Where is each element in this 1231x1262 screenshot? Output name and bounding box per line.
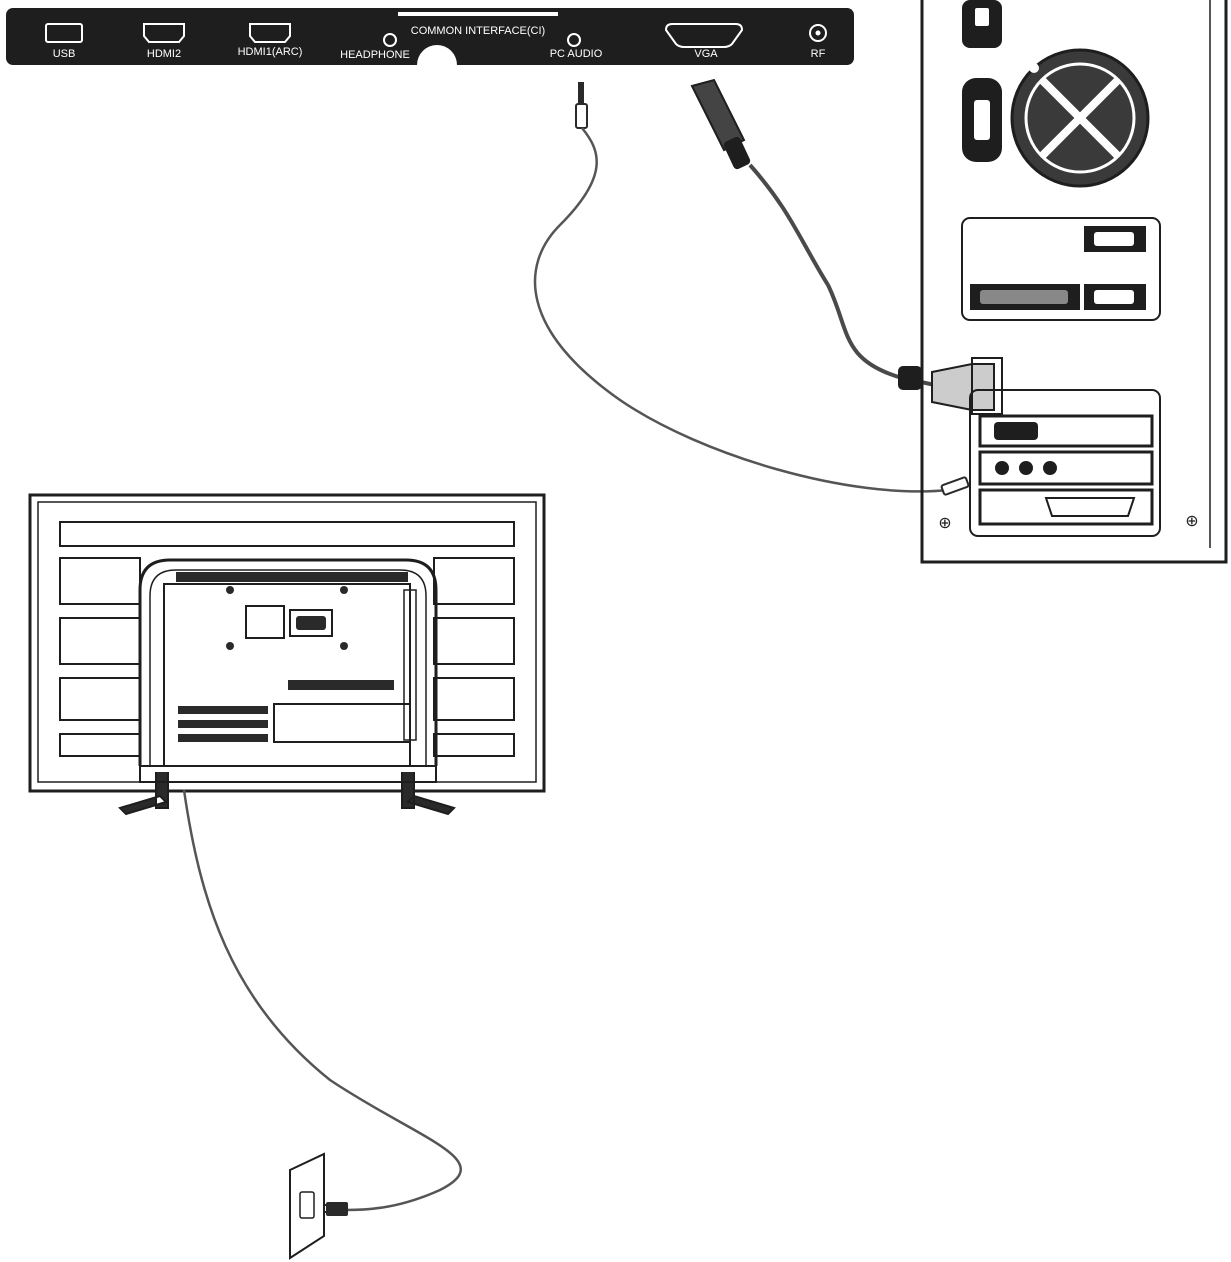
audio-cable-line	[533, 127, 949, 493]
tv-vga-port-inner	[296, 616, 326, 630]
tv-rear-view	[28, 493, 546, 816]
fan-screw-tr	[1143, 63, 1153, 73]
tv-vga-port-icon	[289, 609, 333, 637]
io-serial-port-2-inner	[1094, 290, 1134, 304]
wall-outlet-socket	[299, 1191, 315, 1219]
expansion-bay	[969, 389, 1161, 537]
vga-card-port-icon	[994, 422, 1038, 440]
tv-vent-slots-left-3	[178, 734, 268, 742]
tv-screw-3	[226, 642, 234, 650]
sound-jack-2-icon	[1019, 461, 1033, 475]
audio-plug-body-icon	[575, 103, 588, 129]
headphone-label: HEADPHONE	[340, 49, 410, 61]
tv-screw-1	[226, 586, 234, 594]
fan-screw-bl	[1029, 173, 1039, 183]
audio-plug-pc-end-icon	[940, 476, 970, 496]
usb-label: USB	[53, 48, 76, 60]
tv-stand-right	[401, 772, 456, 816]
vga-ferrite-pc-icon	[898, 366, 922, 390]
power-cable	[182, 789, 463, 1216]
power-cable-line	[182, 789, 463, 1212]
audio-plug-tip-icon	[578, 82, 584, 104]
tv-screw-4	[340, 642, 348, 650]
vga-plug-pc-end-icon	[931, 363, 995, 411]
tv-screw-2	[340, 586, 348, 594]
hdmi2-label: HDMI2	[147, 48, 181, 60]
vga-label: VGA	[694, 48, 718, 60]
vga-port-icon	[664, 23, 744, 48]
sound-jack-3-icon	[1043, 461, 1057, 475]
audio-cable	[533, 82, 970, 496]
tv-vent-left-1	[59, 557, 141, 605]
printer-port-icon	[1044, 497, 1136, 517]
pc-power-in-pin1	[975, 8, 989, 26]
wall-outlet-icon	[289, 1152, 325, 1260]
tv-connector-block	[273, 703, 411, 743]
tv-vent-slots-left-2	[178, 720, 268, 728]
vga-plug-pc-thumbscrew-icon	[971, 357, 1003, 415]
headphone-jack-icon	[383, 33, 397, 47]
pc-audio-jack-icon	[567, 33, 581, 47]
hdmi1-label: HDMI1(ARC)	[238, 46, 303, 58]
ci-slot-line	[398, 12, 558, 16]
fan-ring	[1024, 62, 1136, 174]
vga-cable-line	[748, 163, 936, 387]
tv-bottom-edge	[139, 765, 437, 783]
vga-plug-tv-end-icon	[690, 78, 746, 152]
pc-tower-rear: ⊕ ⊕	[920, 0, 1228, 564]
io-parallel-port-inner	[980, 290, 1068, 304]
io-panel	[961, 217, 1161, 321]
tv-vent-right-4	[433, 733, 515, 757]
fan-grill-2	[1039, 77, 1121, 159]
tv-frame	[28, 493, 546, 793]
screw-left-icon: ⊕	[938, 513, 951, 532]
panel-body	[6, 8, 854, 65]
tv-back-cover	[138, 558, 438, 766]
hdmi2-port-icon	[143, 23, 185, 43]
pc-audio-label: PC AUDIO	[550, 48, 603, 60]
tv-vent-left-4	[59, 733, 141, 757]
ci-slot-notch	[417, 45, 457, 65]
tv-vent-slots-top	[176, 572, 408, 582]
fan-screw-br	[1143, 173, 1153, 183]
vga-cable	[690, 78, 1003, 415]
tv-stand-left	[118, 772, 169, 816]
tv-vent-right-1	[433, 557, 515, 605]
hdmi1-port-icon	[249, 23, 291, 43]
pc-power-out-slot	[974, 100, 990, 140]
io-serial-port-1-inner	[1094, 232, 1134, 246]
sound-jack-1-icon	[995, 461, 1009, 475]
sound-card-slot	[978, 450, 1154, 486]
tv-vent-top	[59, 521, 515, 547]
rf-port-icon	[809, 24, 827, 42]
tv-vent-left-2	[59, 617, 141, 665]
tv-label-plate	[245, 605, 285, 639]
tv-vent-slots-left-1	[178, 706, 268, 714]
power-plug-icon	[326, 1202, 348, 1216]
fan-screw-tl	[1029, 63, 1039, 73]
pc-case-outline	[920, 0, 1228, 564]
vga-ferrite-tv-icon	[723, 136, 751, 170]
rf-label: RF	[811, 48, 826, 60]
common-interface-label: COMMON INTERFACE(CI)	[411, 25, 545, 37]
usb-port-icon	[45, 23, 83, 43]
tv-connector-panel: USB HDMI2 HDMI1(ARC) HEADPHONE COMMON IN…	[6, 8, 854, 65]
tv-vent-right-3	[433, 677, 515, 721]
tv-back-cover-inner	[149, 569, 427, 766]
tv-vent-right-2	[433, 617, 515, 665]
wall-outlet	[289, 1152, 325, 1260]
tv-side-panel	[403, 589, 417, 741]
rf-port-center	[815, 30, 821, 36]
tv-vent-left-3	[59, 677, 141, 721]
tv-vent-slots-mid	[288, 680, 394, 690]
screw-right-icon: ⊕	[1185, 511, 1198, 530]
tv-inner-frame	[37, 501, 537, 783]
